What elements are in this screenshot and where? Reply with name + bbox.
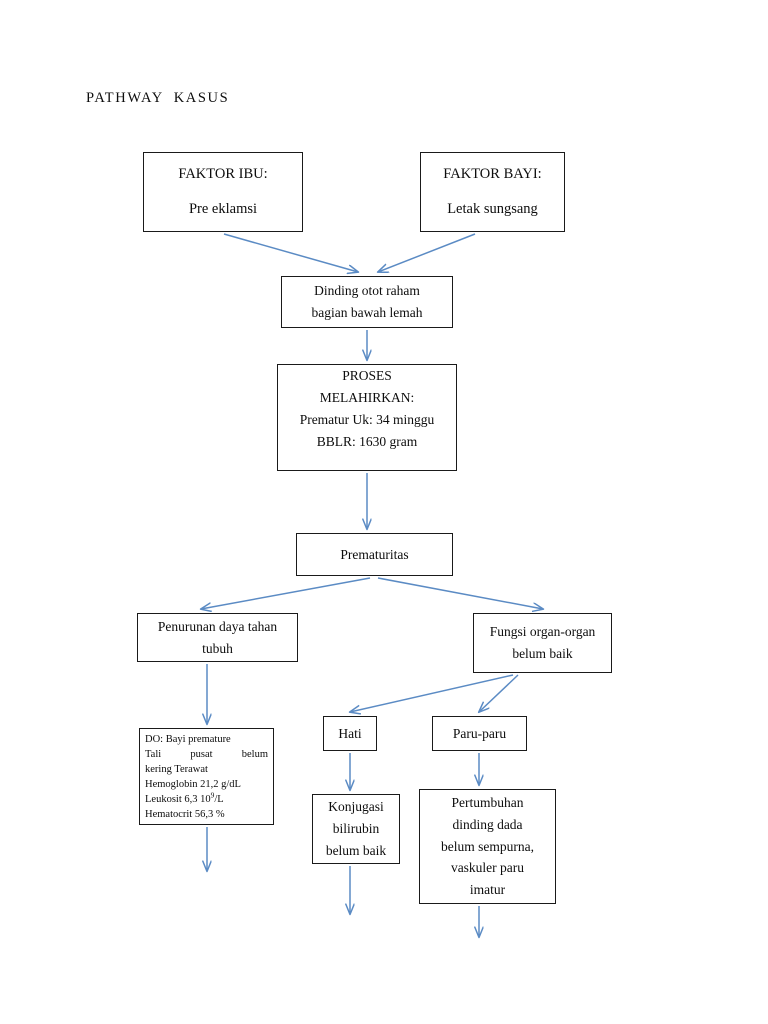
- node-do-line-5: Leukosit 6,3 109/L: [145, 790, 268, 808]
- node-proses-melahirkan[interactable]: PROSES MELAHIRKAN: Prematur Uk: 34 mingg…: [277, 364, 457, 471]
- node-pertumbuhan-line-3: belum sempurna,: [441, 838, 534, 854]
- node-prematuritas[interactable]: Prematuritas: [296, 533, 453, 576]
- node-do-leukosit-suffix: /L: [214, 793, 224, 805]
- node-do-leukosit-exponent: 9: [210, 790, 215, 800]
- edge-prematuritas-to-penurunan: [201, 577, 371, 609]
- node-konjugasi-line-3: belum baik: [325, 842, 387, 858]
- node-do-line-2: Tali pusat belum: [145, 748, 268, 760]
- node-pertumbuhan-dinding-dada[interactable]: Pertumbuhan dinding dada belum sempurna,…: [419, 789, 556, 904]
- node-pertumbuhan-line-1: Pertumbuhan: [451, 794, 524, 810]
- node-konjugasi-bilirubin[interactable]: Konjugasi bilirubin belum baik: [312, 794, 400, 864]
- node-paru-line-1: Paru-paru: [452, 725, 507, 741]
- node-faktor-bayi[interactable]: FAKTOR BAYI: Letak sungsang: [420, 152, 565, 232]
- node-pertumbuhan-line-2: dinding dada: [452, 816, 523, 832]
- node-faktor-ibu-line-2: Pre eklamsi: [188, 201, 258, 217]
- edge-ibu-to-dinding: [223, 233, 358, 272]
- node-fungsi-line-2: belum baik: [512, 646, 573, 661]
- node-dinding-otot-raham[interactable]: Dinding otot raham bagian bawah lemah: [281, 276, 453, 328]
- node-proses-line-1: PROSES: [342, 368, 392, 383]
- node-data-objektif[interactable]: DO: Bayi premature Tali pusat belum keri…: [139, 728, 274, 825]
- node-proses-line-2: MELAHIRKAN:: [319, 389, 415, 405]
- node-do-line-4: Hemoglobin 21,2 g/dL: [145, 778, 241, 790]
- node-pertumbuhan-line-5: imatur: [469, 882, 506, 898]
- node-fungsi-line-1: Fungsi organ-organ: [489, 624, 596, 640]
- node-hati-line-1: Hati: [338, 725, 362, 741]
- node-hati[interactable]: Hati: [323, 716, 377, 751]
- node-konjugasi-line-1: Konjugasi: [328, 799, 384, 815]
- node-dinding-line-2: bagian bawah lemah: [311, 305, 423, 320]
- node-konjugasi-line-2: bilirubin: [332, 821, 380, 837]
- node-prematuritas-line-1: Prematuritas: [340, 546, 409, 562]
- node-proses-line-4: BBLR: 1630 gram: [316, 433, 418, 449]
- node-do-line-6: Hematocrit 56,3 %: [145, 808, 225, 820]
- page-title: PATHWAY KASUS: [86, 90, 230, 106]
- node-dinding-line-1: Dinding otot raham: [314, 283, 420, 299]
- edge-fungsi-to-paru: [479, 674, 519, 712]
- node-penurunan-line-2: tubuh: [202, 640, 233, 656]
- node-penurunan-line-1: Penurunan daya tahan: [157, 618, 278, 634]
- node-paru-paru[interactable]: Paru-paru: [432, 716, 527, 751]
- edge-bayi-to-dinding: [378, 233, 476, 272]
- node-penurunan-daya-tahan-tubuh[interactable]: Penurunan daya tahan tubuh: [137, 613, 298, 662]
- node-fungsi-organ-belum-baik[interactable]: Fungsi organ-organ belum baik: [473, 613, 612, 673]
- node-faktor-ibu-line-1: FAKTOR IBU:: [178, 165, 268, 182]
- node-proses-line-3: Prematur Uk: 34 minggu: [299, 411, 435, 427]
- node-pertumbuhan-line-4: vaskuler paru: [450, 860, 525, 876]
- node-do-line-3: kering Terawat: [145, 763, 208, 775]
- node-faktor-bayi-line-1: FAKTOR BAYI:: [443, 165, 542, 182]
- node-do-leukosit-prefix: Leukosit 6,3 10: [145, 793, 211, 805]
- node-faktor-bayi-line-2: Letak sungsang: [447, 201, 538, 217]
- node-do-line-1: DO: Bayi premature: [145, 734, 231, 745]
- edge-fungsi-to-hati: [350, 674, 514, 712]
- node-faktor-ibu[interactable]: FAKTOR IBU: Pre eklamsi: [143, 152, 303, 232]
- edge-prematuritas-to-fungsi: [377, 577, 543, 609]
